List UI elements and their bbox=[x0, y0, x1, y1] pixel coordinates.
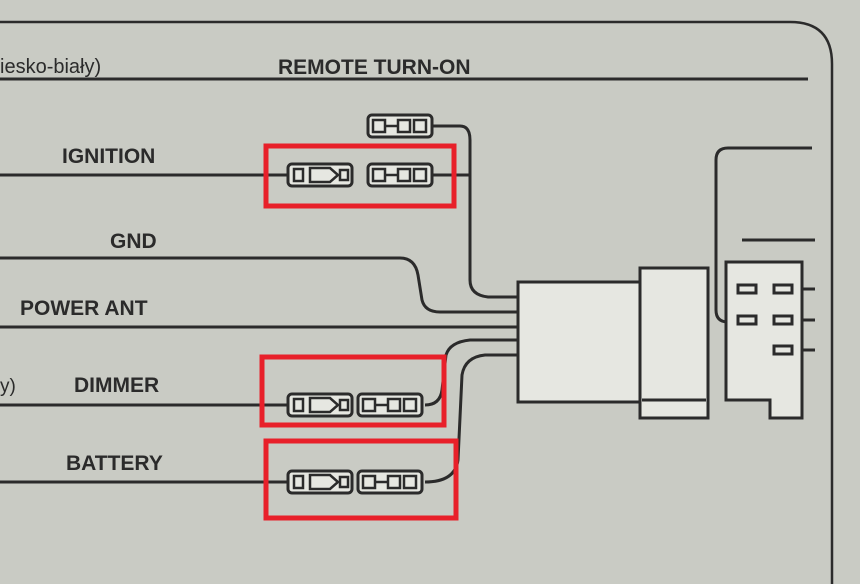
highlight-ignition bbox=[263, 143, 457, 209]
bullet-connector-icon bbox=[286, 162, 354, 188]
label-ignition: IGNITION bbox=[62, 145, 155, 168]
header-left-fragment: iesko-biały) bbox=[0, 56, 101, 78]
page-border bbox=[0, 20, 834, 584]
plug-face bbox=[638, 266, 710, 420]
label-dimmer-prefix: y) bbox=[0, 376, 16, 397]
wire-battery-out bbox=[424, 353, 520, 484]
label-gnd: GND bbox=[110, 230, 157, 253]
wires bbox=[0, 124, 815, 484]
label-dimmer: DIMMER bbox=[74, 374, 159, 397]
wire-remote-turn-on bbox=[432, 124, 520, 299]
bullet-connector-icon bbox=[286, 469, 354, 495]
bullet-connector-icon bbox=[366, 162, 434, 188]
label-battery: BATTERY bbox=[66, 452, 163, 475]
highlights bbox=[259, 143, 459, 521]
harness-leads bbox=[802, 287, 815, 352]
wire-gnd bbox=[0, 256, 520, 314]
bullet-connector-icon bbox=[286, 392, 354, 418]
header-title: REMOTE TURN-ON bbox=[278, 56, 471, 79]
highlight-battery bbox=[263, 438, 459, 521]
highlight-dimmer bbox=[259, 354, 447, 428]
wire-harness-top bbox=[714, 146, 812, 324]
amp-plug bbox=[516, 266, 710, 420]
plug-housing bbox=[516, 280, 644, 404]
harness-plug-icon bbox=[724, 260, 804, 420]
bullet-connector-icon bbox=[366, 113, 434, 139]
bullet-connector-icon bbox=[356, 469, 424, 495]
label-power-ant: POWER ANT bbox=[20, 297, 148, 320]
wire-dimmer-out bbox=[424, 338, 520, 407]
bullet-connector-icon bbox=[356, 392, 424, 418]
